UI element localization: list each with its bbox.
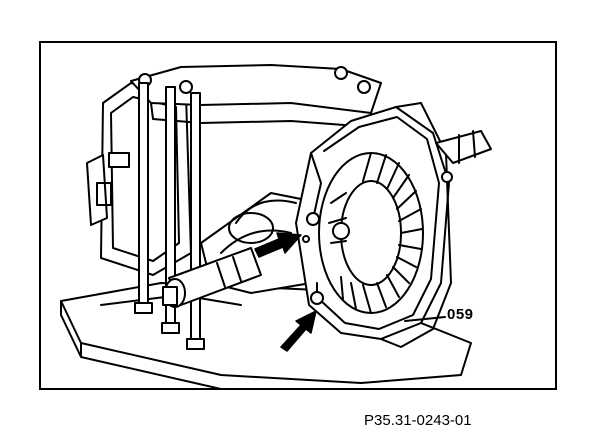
ring-gear xyxy=(318,152,424,314)
pointer-arrow xyxy=(254,232,302,258)
right-mount xyxy=(435,130,492,183)
callout-label: 059 xyxy=(447,306,474,323)
housing-bolts xyxy=(302,212,324,305)
support-columns xyxy=(134,82,205,350)
callout-leader-line xyxy=(404,316,446,322)
illustration-frame xyxy=(39,41,557,390)
gear-housing-illustration xyxy=(60,64,492,388)
figure-reference-code: P35.31-0243-01 xyxy=(364,412,472,429)
drive-shaft xyxy=(162,247,262,308)
pointer-arrow xyxy=(280,310,317,352)
